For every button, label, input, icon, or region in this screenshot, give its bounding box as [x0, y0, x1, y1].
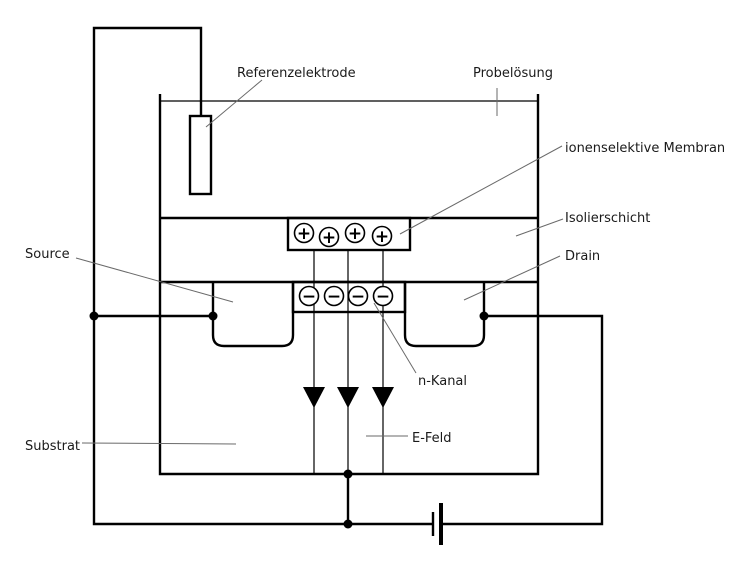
svg-text:−: − [351, 287, 365, 307]
svg-text:+: + [297, 224, 311, 244]
node-drain [479, 311, 489, 321]
label-nkanal: n-Kanal [418, 374, 467, 389]
label-drain: Drain [565, 249, 600, 264]
negative-charge-1: − [298, 285, 320, 307]
label-membran: ionenselektive Membran [565, 141, 725, 156]
svg-text:+: + [375, 227, 389, 247]
container-walls [158, 94, 540, 476]
svg-text:+: + [322, 228, 336, 248]
membrane-box [286, 216, 412, 252]
efield-arrow-2 [337, 387, 359, 408]
leader-drain [463, 255, 561, 301]
negative-charge-2: − [323, 285, 345, 307]
positive-charge-1: + [293, 222, 315, 244]
label-referenzelektrode: Referenzelektrode [237, 66, 356, 81]
label-substrat: Substrat [25, 439, 80, 454]
positive-charge-3: + [344, 222, 366, 244]
svg-text:+: + [348, 224, 362, 244]
label-source: Source [25, 247, 70, 262]
leader-substrat [81, 442, 237, 445]
reference-electrode [188, 114, 213, 196]
efield-arrow-1 [303, 387, 325, 408]
node-source [208, 311, 218, 321]
leader-source [75, 257, 234, 303]
source-well [211, 282, 295, 348]
label-isolierschicht: Isolierschicht [565, 211, 650, 226]
node-left [89, 311, 99, 321]
label-efeld: E-Feld [412, 431, 452, 446]
positive-charge-4: + [371, 225, 393, 247]
drain-wire [441, 314, 604, 526]
svg-text:−: − [327, 287, 341, 307]
positive-charge-2: + [318, 226, 340, 248]
reference-wire [92, 26, 348, 526]
negative-charge-4: − [372, 285, 394, 307]
leader-referenzelektrode [205, 79, 263, 128]
drain-well [403, 282, 486, 348]
battery-icon [431, 503, 443, 545]
negative-charge-3: − [347, 285, 369, 307]
svg-text:−: − [376, 287, 390, 307]
leader-isolierschicht [515, 218, 564, 237]
leader-membran [399, 145, 563, 235]
efield-arrow-3 [372, 387, 394, 408]
svg-text:−: − [302, 287, 316, 307]
leader-nkanal [373, 302, 417, 374]
label-probeloesung: Probelösung [473, 66, 553, 81]
